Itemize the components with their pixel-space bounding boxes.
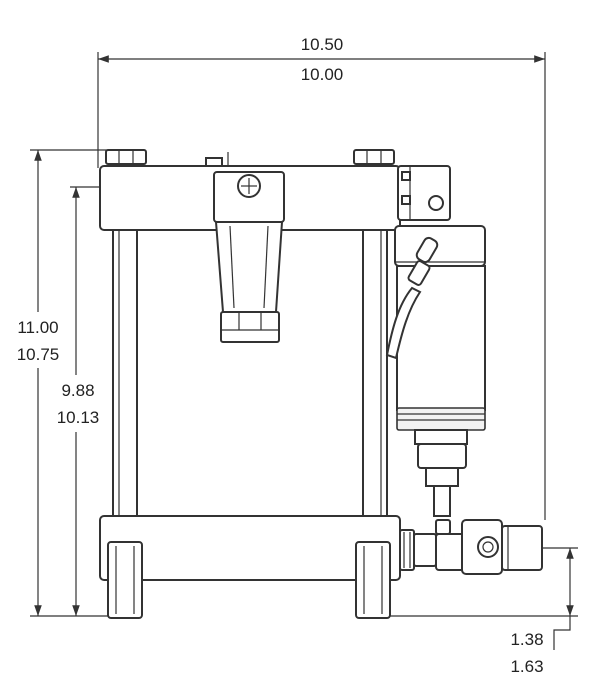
hose — [385, 236, 439, 360]
dim-height-inner-top: 9.88 — [61, 381, 94, 400]
dim-width-bottom: 10.00 — [301, 65, 344, 84]
dim-width-top: 10.50 — [301, 35, 344, 54]
filter-assembly — [213, 171, 285, 343]
dim-height-outer-top: 11.00 — [17, 318, 58, 337]
dim-outlet-bottom: 1.63 — [510, 657, 543, 676]
outlet-valve — [399, 519, 543, 575]
dim-outlet-top: 1.38 — [510, 630, 543, 649]
dim-height-outer-bottom: 10.75 — [17, 345, 60, 364]
dim-height-inner-bottom: 10.13 — [57, 408, 100, 427]
pump-motor — [394, 165, 486, 517]
